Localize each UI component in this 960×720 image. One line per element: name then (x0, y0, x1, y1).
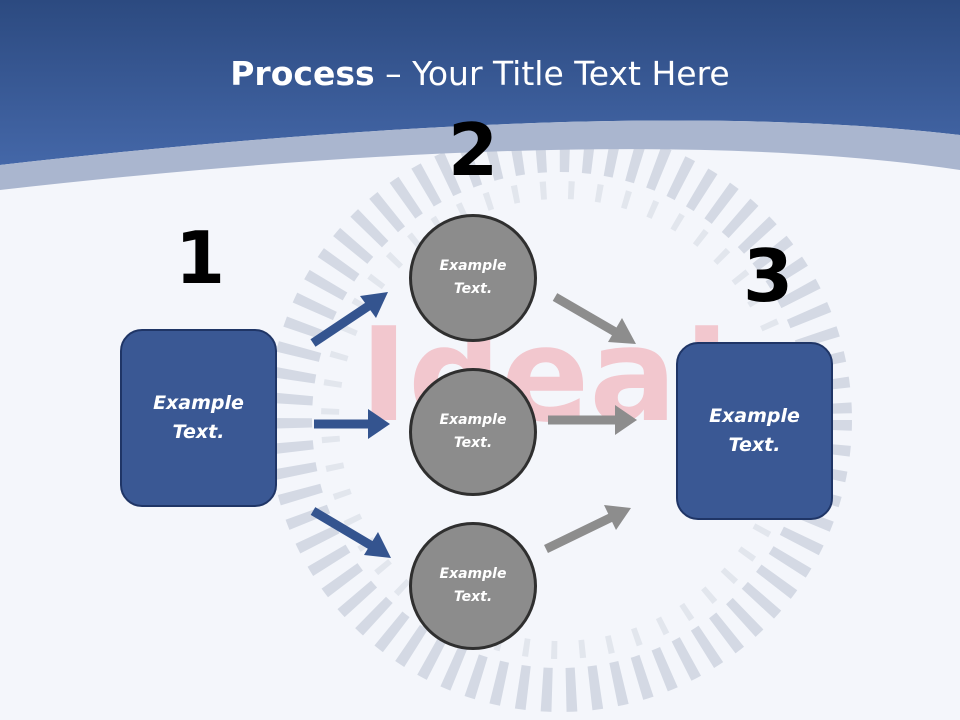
left-box-text: Example Text. (153, 392, 244, 443)
bottom-circle-text: Example Text. (439, 566, 507, 605)
arrow-to-bottom-circle (310, 507, 391, 558)
arrow-top-to-right-box (552, 293, 636, 344)
top-example-circle[interactable]: Example Text. (409, 214, 537, 342)
header-arc (0, 120, 960, 190)
arrow-to-top-circle (310, 292, 388, 347)
slide-title: Process – Your Title Text Here (0, 52, 960, 96)
title-bold: Process (230, 54, 375, 93)
right-example-box[interactable]: Example Text. (676, 342, 833, 520)
arrow-middle-to-right-box (548, 405, 637, 435)
left-example-box[interactable]: Example Text. (120, 329, 277, 507)
title-rest: – Your Title Text Here (374, 54, 730, 93)
step-number-2: 2 (447, 108, 499, 192)
header-band (0, 0, 960, 165)
arrow-bottom-to-right-box (544, 505, 631, 554)
step-number-1: 1 (174, 216, 226, 300)
arrow-to-middle-circle (314, 409, 390, 439)
right-box-text: Example Text. (709, 405, 800, 456)
bottom-example-circle[interactable]: Example Text. (409, 522, 537, 650)
middle-example-circle[interactable]: Example Text. (409, 368, 537, 496)
middle-circle-text: Example Text. (439, 412, 507, 451)
gray-arrows (544, 293, 637, 554)
top-circle-text: Example Text. (439, 258, 507, 297)
blue-arrows (310, 292, 391, 558)
step-number-3: 3 (742, 234, 794, 318)
